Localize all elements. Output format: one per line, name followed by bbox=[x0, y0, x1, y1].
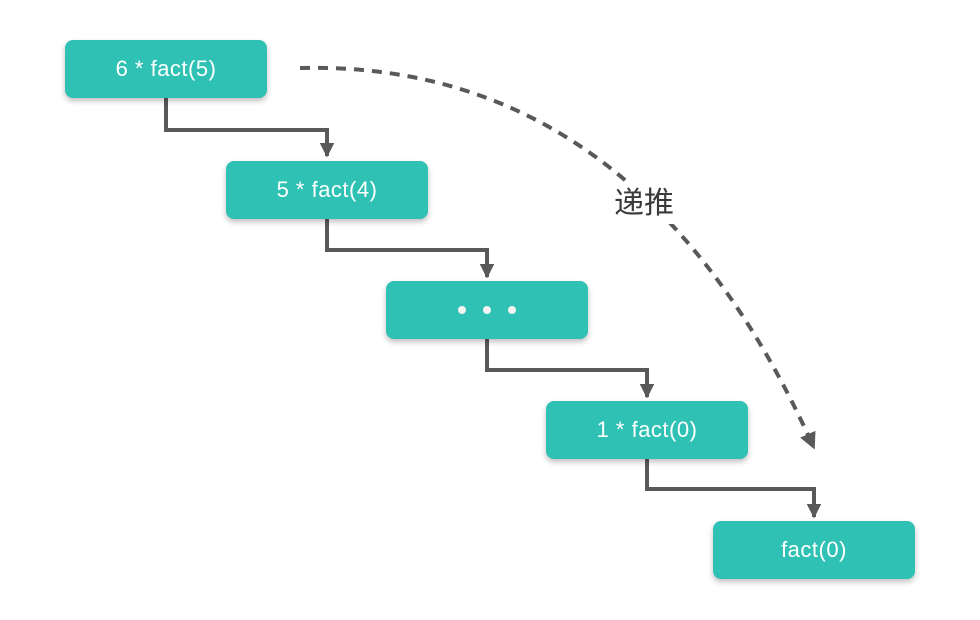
dot-icon bbox=[458, 306, 466, 314]
connector-arrow-4-5 bbox=[645, 459, 822, 519]
node-label: 5 * fact(4) bbox=[276, 177, 378, 202]
dot-icon bbox=[483, 306, 491, 314]
dot-icon bbox=[508, 306, 516, 314]
connector-arrow-3-4 bbox=[485, 339, 655, 399]
ellipsis-dots-icon bbox=[458, 306, 516, 314]
recursion-dashed-arrow bbox=[299, 65, 816, 450]
node-box-6-fact-5: 6 * fact(5) bbox=[65, 40, 267, 98]
recursion-edge-label: 递推 bbox=[606, 184, 682, 224]
node-box-5-fact-4: 5 * fact(4) bbox=[226, 161, 428, 219]
node-label: 6 * fact(5) bbox=[115, 56, 217, 81]
node-box-fact-0: fact(0) bbox=[713, 521, 915, 579]
node-box-1-fact-0: 1 * fact(0) bbox=[546, 401, 748, 459]
connector-arrow-2-3 bbox=[325, 219, 495, 279]
node-label: fact(0) bbox=[781, 537, 847, 562]
connector-arrow-1-2 bbox=[164, 98, 335, 158]
node-box-ellipsis bbox=[386, 281, 588, 339]
node-label: 1 * fact(0) bbox=[596, 417, 698, 442]
